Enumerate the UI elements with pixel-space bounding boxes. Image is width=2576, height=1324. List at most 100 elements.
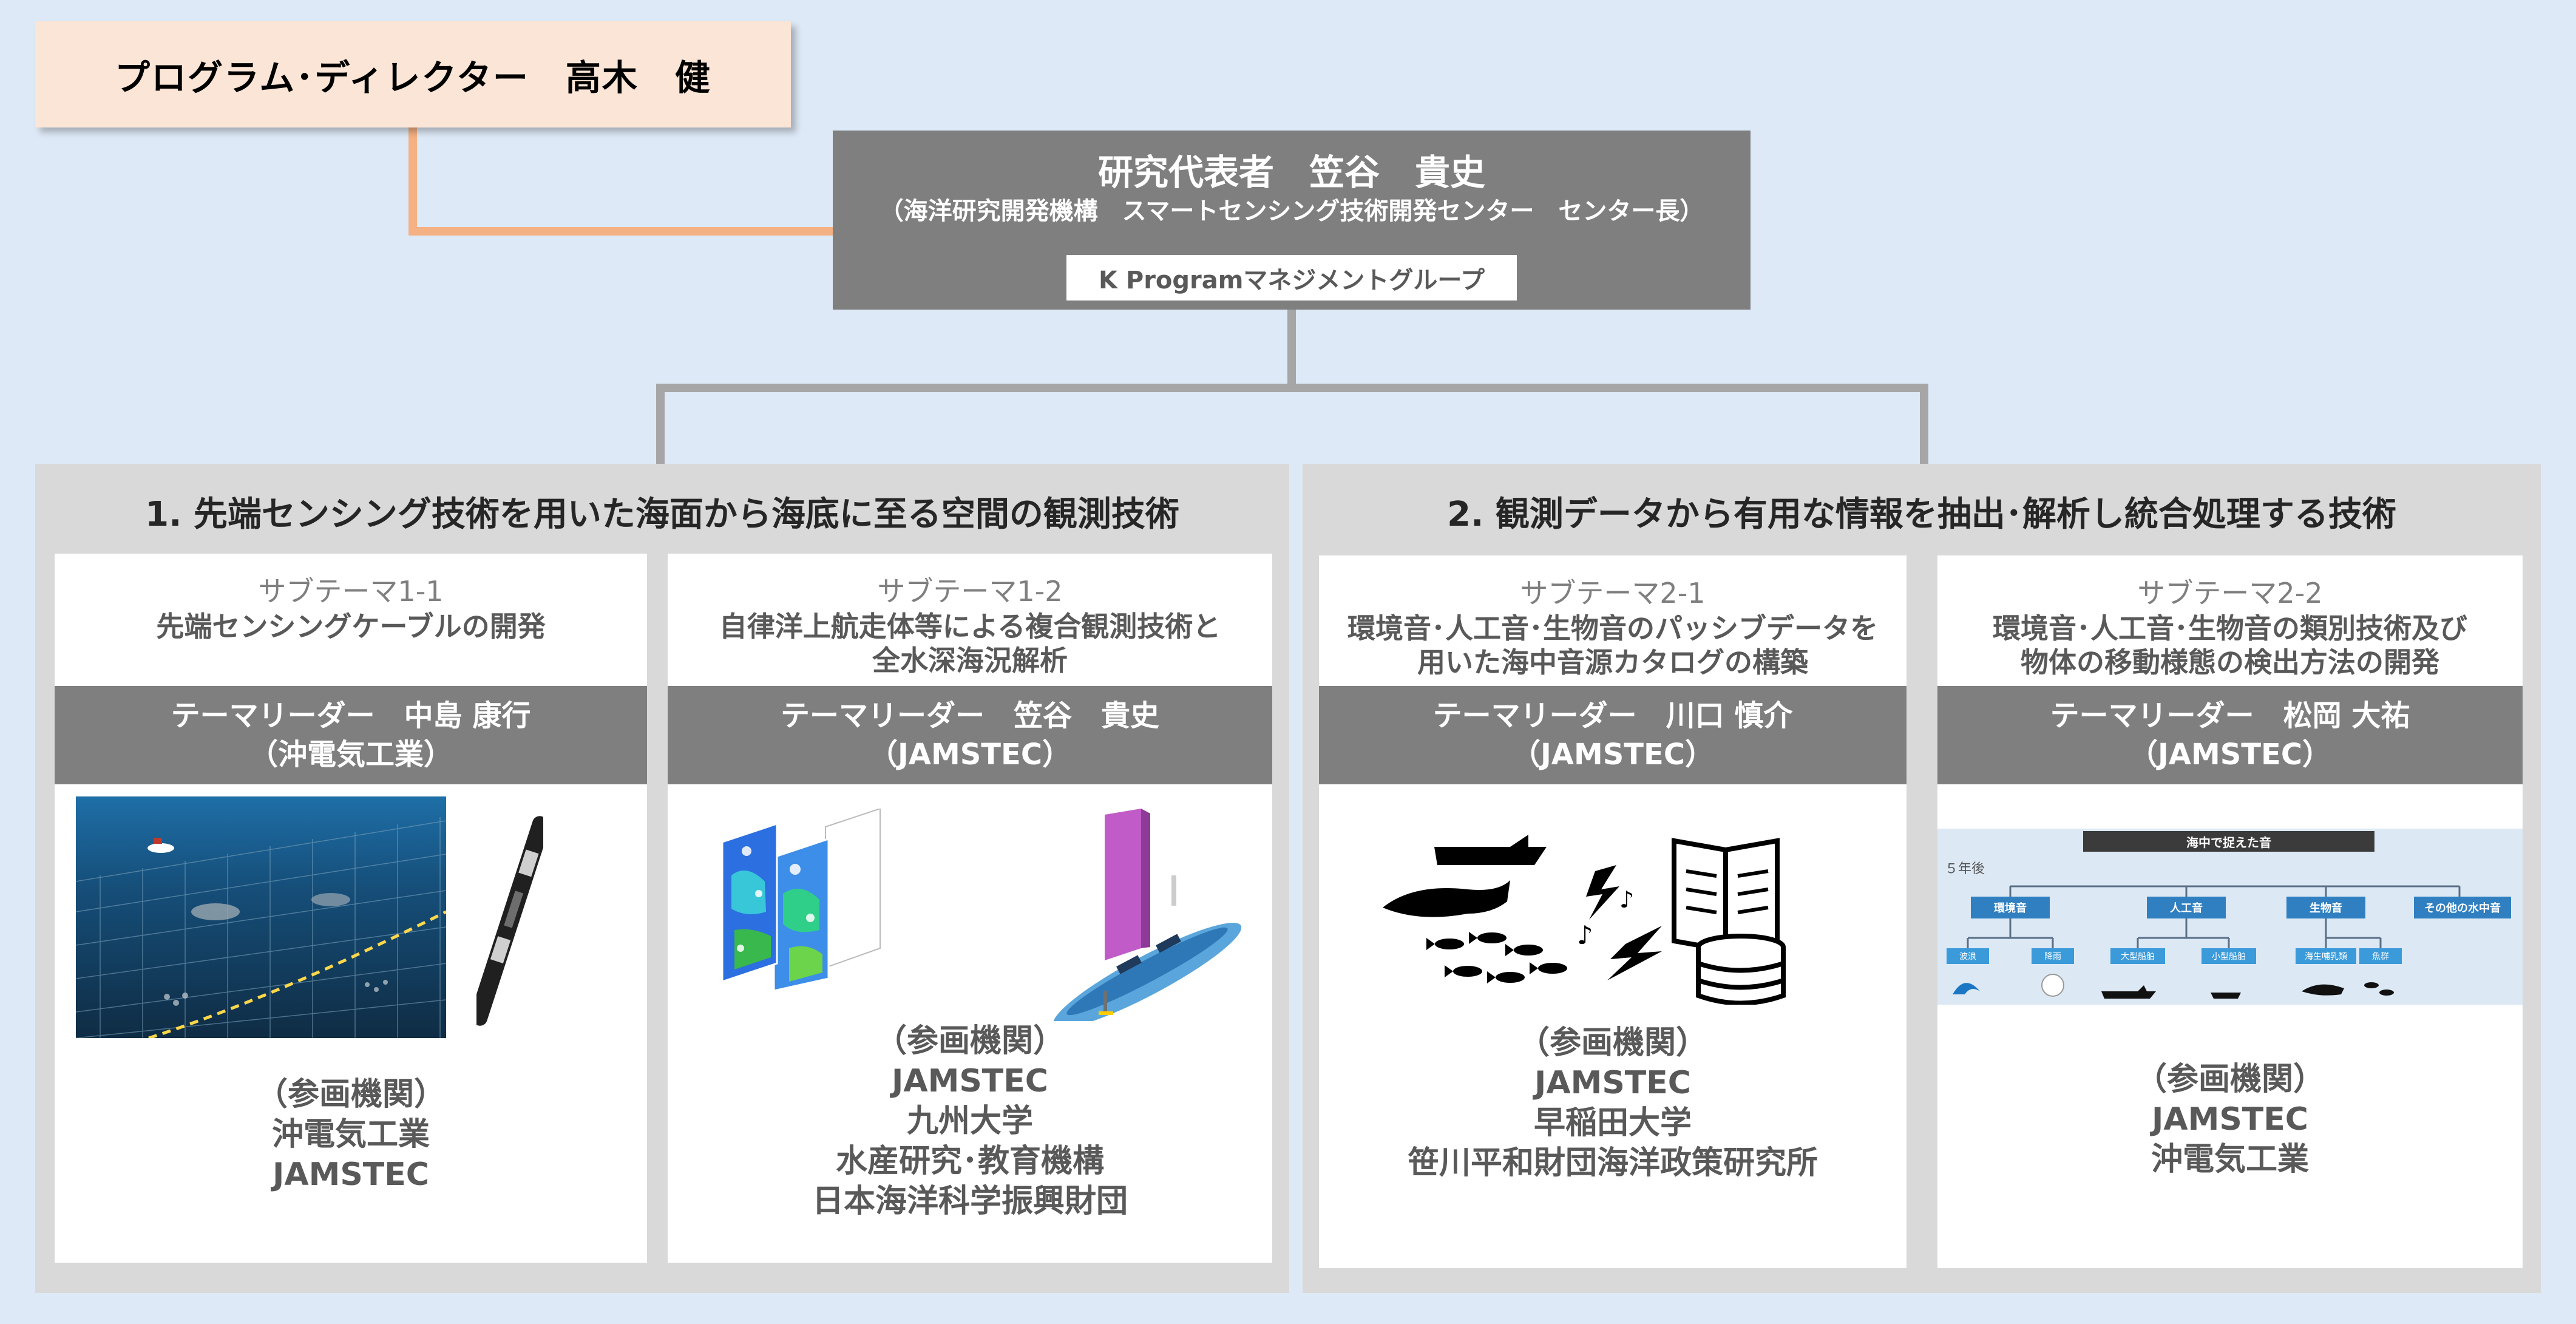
tree-connector-horizontal — [656, 384, 1928, 392]
database-icon — [1696, 934, 1786, 1005]
participants-header: （参画機関） — [875, 1023, 1065, 1059]
lightning-icon — [1586, 865, 1619, 920]
tree-leaf-label: 海生哺乳類 — [2305, 952, 2347, 962]
subtheme-1-2-header: サブテーマ1-2 自律洋上航走体等による複合観測技術と 全水深海況解析 — [668, 569, 1272, 677]
participant-org: JAMSTEC — [2152, 1101, 2308, 1138]
lightning-icon — [1607, 926, 1662, 980]
tree-leaf-label: 小型船舶 — [2212, 952, 2246, 962]
subtheme-label: サブテーマ2-1 — [1520, 577, 1706, 609]
theme-1-title: 1. 先端センシング技術を用いた海面から海底に至る空間の観測技術 — [145, 495, 1179, 534]
management-group-label: K Programマネジメントグループ — [1098, 266, 1485, 294]
subtheme-2-2-header: サブテーマ2-2 環境音･人工音･生物音の類別技術及び 物体の移動様態の検出方法… — [1937, 571, 2523, 679]
participant-org: 日本海洋科学振興財団 — [812, 1183, 1128, 1220]
wave-icon — [1953, 983, 1980, 994]
sensing-cable-device-icon — [476, 816, 543, 1026]
tree-category-label: 環境音 — [1994, 902, 2027, 915]
participants-header: （参画機関） — [2135, 1061, 2325, 1098]
participant-org: 沖電気工業 — [271, 1116, 430, 1153]
subtheme-1-2-card: サブテーマ1-2 自律洋上航走体等による複合観測技術と 全水深海況解析 テーマリ… — [668, 554, 1272, 1263]
subtheme-2-1-header: サブテーマ2-1 環境音･人工音･生物音のパッシブデータを 用いた海中音源カタロ… — [1319, 571, 1907, 679]
theme2-connector — [1920, 384, 1928, 464]
tree-leaf-box: 波浪 — [1947, 948, 1989, 964]
subtheme-1-2-leader-band: テーマリーダー 笠谷 貴史 （JAMSTEC） — [668, 686, 1272, 784]
lead-title: 研究代表者 笠谷 貴史 — [1097, 152, 1485, 193]
music-note-icon: ♪ — [1619, 886, 1634, 913]
subtheme-1-1-participants: （参画機関） 沖電気工業 JAMSTEC — [55, 1074, 647, 1195]
subtheme-2-1-participants: （参画機関） JAMSTEC 早稲田大学 笹川平和財団海洋政策研究所 — [1319, 1023, 1907, 1183]
pd-connector-vertical — [408, 127, 417, 236]
autonomous-surface-vehicle-icon — [1052, 809, 1242, 1021]
participants-header: （参画機関） — [256, 1076, 446, 1113]
lead-researcher-box: 研究代表者 笠谷 貴史 （海洋研究開発機構 スマートセンシング技術開発センター … — [833, 131, 1751, 310]
participants-header: （参画機関） — [1517, 1025, 1707, 1061]
fish-icon — [2364, 982, 2394, 996]
sound-catalog-pictogram: ♪ ♪ — [1383, 835, 1786, 1005]
participant-org: JAMSTEC — [1534, 1065, 1691, 1101]
theme-2-title: 2. 観測データから有用な情報を抽出･解析し統合処理する技術 — [1447, 495, 2396, 534]
program-director-label: プログラム･ディレクター 高木 健 — [115, 56, 711, 98]
subtheme-2-2-card: サブテーマ2-2 環境音･人工音･生物音の類別技術及び 物体の移動様態の検出方法… — [1937, 555, 2523, 1268]
tree-leaf-box: 大型船舶 — [2110, 948, 2165, 964]
whale-icon — [1383, 880, 1510, 917]
music-note-icon: ♪ — [1577, 920, 1593, 950]
participant-org: JAMSTEC — [892, 1063, 1048, 1099]
catalog-book-icon — [1672, 838, 1780, 953]
tree-leaf-label: 魚群 — [2372, 952, 2389, 962]
sound-classification-tree: 海中で捉えた音 ５年後 環境音 人工音 生物音 その他の水中音 波浪 降雨 大型… — [1937, 829, 2523, 1005]
tree-category-box: 人工音 — [2147, 897, 2226, 918]
subtheme-1-1-leader-band: テーマリーダー 中島 康行 （沖電気工業） — [55, 686, 647, 784]
subtheme-name-line: 全水深海況解析 — [872, 644, 1068, 677]
subtheme-1-2-participants: （参画機関） JAMSTEC 九州大学 水産研究･教育機構 日本海洋科学振興財団 — [668, 1021, 1272, 1221]
subtheme-label: サブテーマ2-2 — [2137, 577, 2323, 609]
small-ship-icon — [2211, 993, 2241, 999]
tree-leaf-box: 小型船舶 — [2201, 948, 2256, 964]
tree-header-box: 海中で捉えた音 — [2083, 831, 2374, 852]
subtheme-label: サブテーマ1-1 — [258, 575, 444, 608]
leader-line: テーマリーダー 中島 康行 — [171, 699, 531, 733]
leader-line: テーマリーダー 川口 慎介 — [1432, 699, 1793, 733]
subtheme-name-line: 自律洋上航走体等による複合観測技術と — [719, 610, 1221, 643]
subtheme-name-line: 物体の移動様態の検出方法の開発 — [2021, 646, 2439, 679]
marine-mammal-icon — [2302, 984, 2344, 996]
ship-icon — [1434, 835, 1547, 865]
subtheme-2-1-card: サブテーマ2-1 環境音･人工音･生物音のパッシブデータを 用いた海中音源カタロ… — [1319, 555, 1907, 1268]
subtheme-name-line: 環境音･人工音･生物音の類別技術及び — [1993, 612, 2467, 645]
participant-org: JAMSTEC — [273, 1156, 429, 1193]
tree-year-label: ５年後 — [1945, 861, 1985, 877]
tree-category-box: 生物音 — [2286, 897, 2365, 918]
leader-line: テーマリーダー 松岡 大祐 — [2050, 699, 2410, 733]
participant-org: 沖電気工業 — [2151, 1141, 2309, 1178]
tree-header-label: 海中で捉えた音 — [2186, 835, 2271, 850]
subtheme-name-line: 用いた海中音源カタログの構築 — [1417, 646, 1808, 679]
tree-connectors — [1967, 885, 2461, 948]
subtheme-2-2-participants: （参画機関） JAMSTEC 沖電気工業 — [1937, 1059, 2523, 1180]
tree-category-label: 人工音 — [2170, 902, 2203, 915]
theme1-connector — [656, 384, 665, 464]
leader-line: テーマリーダー 笠谷 貴史 — [780, 699, 1159, 733]
tree-leaf-label: 波浪 — [1959, 952, 1976, 962]
participant-org: 早稲田大学 — [1533, 1105, 1692, 1141]
tree-leaf-label: 大型船舶 — [2121, 952, 2155, 962]
tree-leaf-box: 降雨 — [2032, 948, 2074, 964]
management-group-box: K Programマネジメントグループ — [1066, 255, 1517, 300]
lead-connector-down — [1287, 310, 1296, 387]
subtheme-name-line: 先端センシングケーブルの開発 — [156, 610, 546, 643]
leader-org-line: （JAMSTEC） — [2128, 738, 2332, 772]
participant-org: 水産研究･教育機構 — [835, 1143, 1104, 1180]
lead-affiliation: （海洋研究開発機構 スマートセンシング技術開発センター センター長） — [879, 197, 1704, 225]
pd-connector-horizontal — [408, 227, 833, 236]
participant-org: 九州大学 — [906, 1103, 1033, 1139]
tree-category-box: その他の水中音 — [2414, 897, 2511, 918]
ocean-analysis-maps-icon — [722, 809, 881, 991]
seabed-cable-illustration — [76, 796, 446, 1038]
tree-leaf-box: 海生哺乳類 — [2296, 948, 2356, 964]
subtheme-2-1-leader-band: テーマリーダー 川口 慎介 （JAMSTEC） — [1319, 686, 1907, 784]
rain-icon — [2041, 974, 2064, 997]
leader-org-line: （沖電気工業） — [248, 738, 453, 772]
leader-org-line: （JAMSTEC） — [1511, 738, 1715, 772]
subtheme-label: サブテーマ1-2 — [877, 575, 1063, 608]
tree-category-label: 生物音 — [2310, 902, 2342, 915]
tree-leaf-label: 降雨 — [2044, 952, 2061, 962]
tree-category-box: 環境音 — [1971, 897, 2050, 918]
large-ship-icon — [2101, 985, 2156, 999]
